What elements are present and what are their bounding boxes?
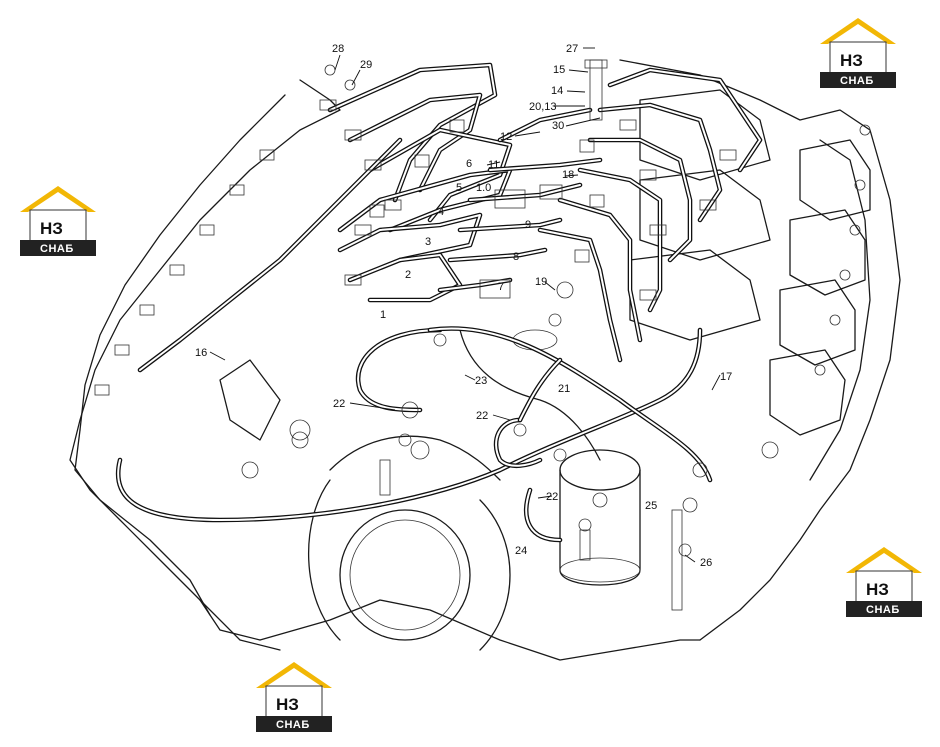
fuel-pipe-bore [349,254,461,301]
watermark-logo: НЗ СНАБ [846,547,922,617]
callout-1: 1 [380,309,386,321]
fuel-pipe-bore [599,104,721,221]
callout-28: 28 [332,43,344,55]
callout-19: 19 [535,276,547,288]
svg-text:НЗ: НЗ [866,580,889,599]
fuel-pipe-bore [329,64,496,201]
fuel-pipe-bore [139,139,401,371]
fuel-pipe-bore [449,249,546,261]
callout-3: 3 [425,236,431,248]
svg-text:СНАБ: СНАБ [866,604,900,616]
callout-9: 9 [525,219,531,231]
callout-17: 17 [720,371,732,383]
fuel-pipe-bore [499,109,591,141]
callout-4: 4 [438,206,444,218]
callout-20-13: 20,13 [529,101,557,113]
svg-text:СНАБ: СНАБ [840,75,874,87]
callout-15: 15 [553,64,565,76]
fuel-pipe-bore [609,69,761,171]
watermark-logo: НЗ СНАБ [256,662,332,732]
leader-lines [209,47,721,563]
callout-10: 1.0 [476,182,491,194]
fuel-pipe [355,327,443,413]
svg-text:НЗ: НЗ [276,695,299,714]
fuel-pipe [497,107,593,143]
svg-text:СНАБ: СНАБ [40,243,74,255]
fuel-pipe-bore [589,139,691,261]
fuel-pipe-bore [339,214,481,261]
fittings [289,59,779,611]
svg-text:НЗ: НЗ [40,219,63,238]
callout-labels: 28 29 27 15 14 20,13 30 12 11 6 5 1.0 18… [195,43,732,569]
callout-6: 6 [466,158,472,170]
callout-24: 24 [515,545,527,557]
watermark-logo: НЗ СНАБ [820,18,896,88]
callout-26: 26 [700,557,712,569]
callout-27: 27 [566,43,578,55]
engine-block [69,59,901,661]
callout-8: 8 [513,251,519,263]
fuel-pipe-bore [489,159,601,171]
fuel-pipe [137,137,403,373]
fuel-pipe-bore [369,129,511,221]
callout-22-left: 22 [333,398,345,410]
callout-11: 11 [488,159,499,171]
fuel-pipe-bore [495,419,541,467]
callout-30: 30 [552,120,564,132]
callout-7: 7 [498,281,504,293]
callout-22-center: 22 [476,410,488,422]
callout-5: 5 [456,182,462,194]
watermark-logos: НЗ СНАБ НЗ СНАБ НЗ СНАБ НЗ СНАБ [20,18,922,732]
fuel-pipe [517,357,563,423]
callout-23: 23 [475,375,487,387]
watermark-logo: НЗ СНАБ [20,186,96,256]
callout-18: 18 [562,169,574,181]
callout-22-lower: 22 [546,491,558,503]
svg-text:СНАБ: СНАБ [276,719,310,731]
fuel-pipe-bore [519,359,561,421]
fuel-pipe-bore [559,199,641,341]
callout-25: 25 [645,500,657,512]
callout-16: 16 [195,347,207,359]
fuel-pipe-bore [459,219,561,231]
callout-2: 2 [405,269,411,281]
fuel-pipe-bore [429,327,711,481]
fuel-pipe-bore [117,329,701,521]
callout-21: 21 [558,383,570,395]
callout-14: 14 [551,85,563,97]
callout-29: 29 [360,59,372,71]
fuel-pipes [115,62,763,543]
callout-12: 12 [500,131,512,143]
fuel-pipe [537,227,623,363]
fuel-pipe-bore [579,169,661,311]
svg-text:НЗ: НЗ [840,51,863,70]
fuel-pipe-bore [525,489,561,541]
fuel-pipe-bore [539,229,621,361]
fuel-pipe-bore [357,329,441,411]
fuel-pipe-bore [349,94,481,191]
